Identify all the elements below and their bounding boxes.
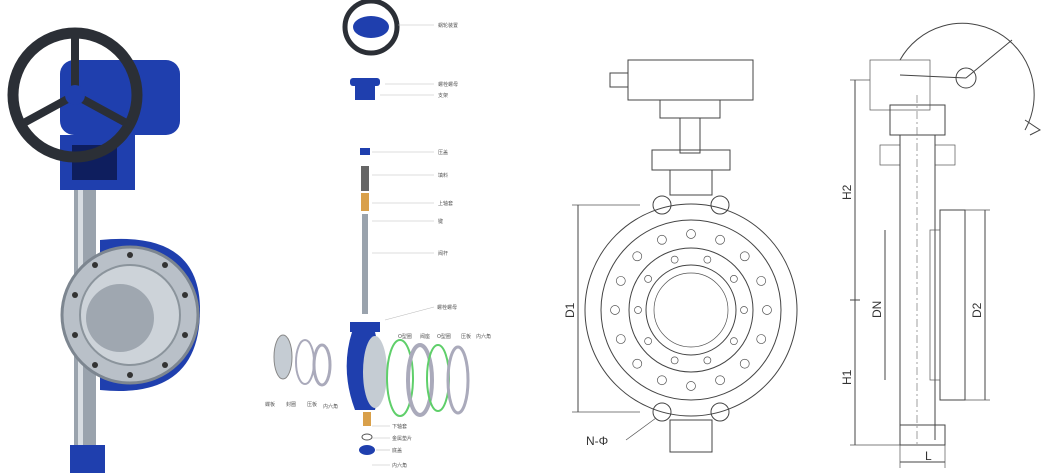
disc-bolt-hole [740, 306, 748, 314]
label-worm-gear: 蜗轮装置 [438, 22, 458, 29]
label-pressure-plate-right: 压板 [461, 333, 471, 340]
o-ring [386, 339, 414, 417]
bolt-hole [615, 276, 626, 286]
label-bottom-cover: 底盖 [392, 447, 402, 454]
flange-seat [939, 209, 966, 401]
label-metal-gasket: 金属垫片 [392, 435, 412, 442]
dn-label: DN [870, 301, 884, 318]
label-bolt-nut-body: 螺栓螺母 [437, 304, 457, 311]
d1-label: D1 [563, 302, 577, 318]
label-lower-bushing: 下轴套 [392, 423, 407, 430]
disc-bolt-hole [644, 337, 652, 346]
handwheel [7, 27, 143, 163]
side-view-drawing: H2 H1 DN D2 L [840, 22, 1041, 468]
bolt-hole [762, 305, 772, 315]
bolt-hole [686, 229, 696, 239]
h2-label: H2 [840, 184, 854, 200]
disc-bolt-hole [730, 337, 738, 346]
gearbox [60, 60, 180, 135]
h1-label: H1 [840, 369, 854, 385]
bolt-hole [610, 305, 620, 315]
label-seal-ring: 封圈 [286, 401, 296, 408]
label-seat: 阀座 [420, 333, 430, 340]
bolt-hole [739, 358, 750, 369]
bottom-cover [70, 445, 105, 473]
label-o-ring-2: O型圈 [437, 333, 451, 340]
l-label: L [925, 449, 932, 463]
label-hex-socket-bottom: 内六角 [392, 462, 407, 469]
label-upper-bushing: 上轴套 [438, 200, 453, 207]
bolt-hole [739, 251, 750, 262]
exploded-view: 蜗轮装置 螺栓螺母 支架 压盖 填料 上轴套 键 阀杆 螺栓螺母 O型圈 阀座 … [265, 0, 491, 469]
label-key: 键 [438, 218, 443, 225]
bolt-hole [715, 234, 725, 245]
disc-bolt-hole [644, 274, 652, 283]
bolt-hole [686, 381, 696, 391]
bolt-hole [657, 234, 667, 245]
disc-bolt-hole [670, 255, 679, 264]
n-phi-label: N-Φ [586, 434, 608, 448]
bolt-hole [657, 375, 667, 386]
label-o-ring-1: O型圈 [398, 333, 412, 340]
valve-photo [7, 27, 200, 473]
d2-label: D2 [970, 302, 984, 318]
disc-bolt-hole [730, 274, 738, 283]
disc-bolt-hole [670, 356, 679, 365]
bolt-hole [632, 358, 643, 369]
disc-bolt-hole [703, 356, 712, 365]
handwheel-arc [899, 22, 1035, 131]
disc-bolt-hole [634, 306, 642, 314]
bolt-hole [756, 276, 767, 286]
bolt-hole [715, 375, 725, 386]
label-bracket: 支架 [438, 92, 448, 99]
label-packing: 填料 [438, 172, 448, 179]
bolt-hole [632, 251, 643, 262]
front-view-drawing: D1 N-Φ [563, 59, 798, 453]
disc-bolt-hole [703, 255, 712, 264]
label-hex-socket-left: 内六角 [323, 403, 338, 410]
label-pressure-plate-left: 压板 [307, 401, 317, 408]
label-hex-socket-right: 内六角 [476, 333, 491, 340]
label-disc: 蝶板 [265, 401, 275, 408]
bolt-hole [756, 334, 767, 344]
bolt-hole [615, 334, 626, 344]
label-bolt-nut-top: 螺栓螺母 [438, 81, 458, 88]
label-stem: 阀杆 [438, 250, 448, 257]
label-gland: 压盖 [438, 149, 448, 156]
